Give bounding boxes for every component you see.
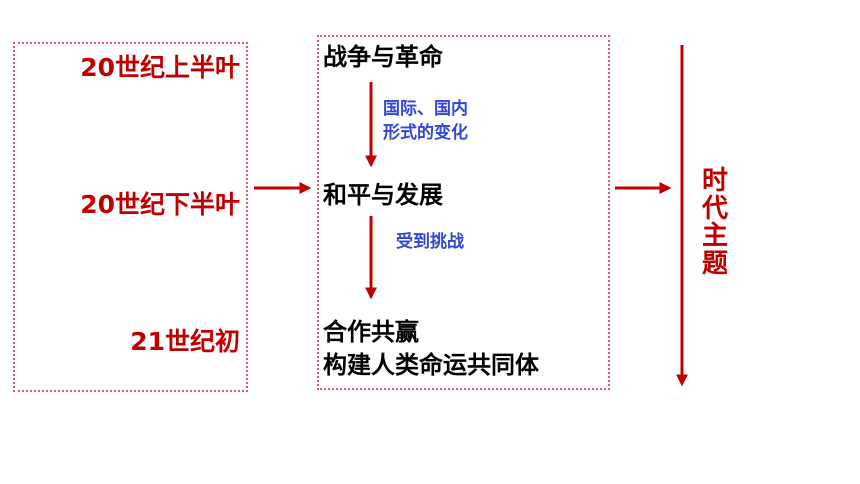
theme-community-shared-future: 构建人类命运共同体	[323, 351, 539, 379]
eras-box	[13, 42, 248, 392]
era-first-half-20th-century: 20世纪上半叶	[80, 53, 240, 82]
era-second-half-20th-century: 20世纪下半叶	[80, 190, 240, 219]
theme-war-and-revolution: 战争与革命	[323, 43, 443, 71]
side-title-era-theme: 时代主题	[701, 166, 728, 279]
theme-win-win-cooperation: 合作共赢	[323, 318, 419, 346]
note-change-line-1: 国际、国内	[383, 99, 468, 119]
themes-box	[317, 35, 610, 390]
era-early-21st-century: 21世纪初	[130, 327, 240, 356]
theme-peace-and-development: 和平与发展	[323, 181, 443, 209]
note-change-line-2: 形式的变化	[383, 123, 468, 143]
note-challenged: 受到挑战	[396, 232, 464, 252]
